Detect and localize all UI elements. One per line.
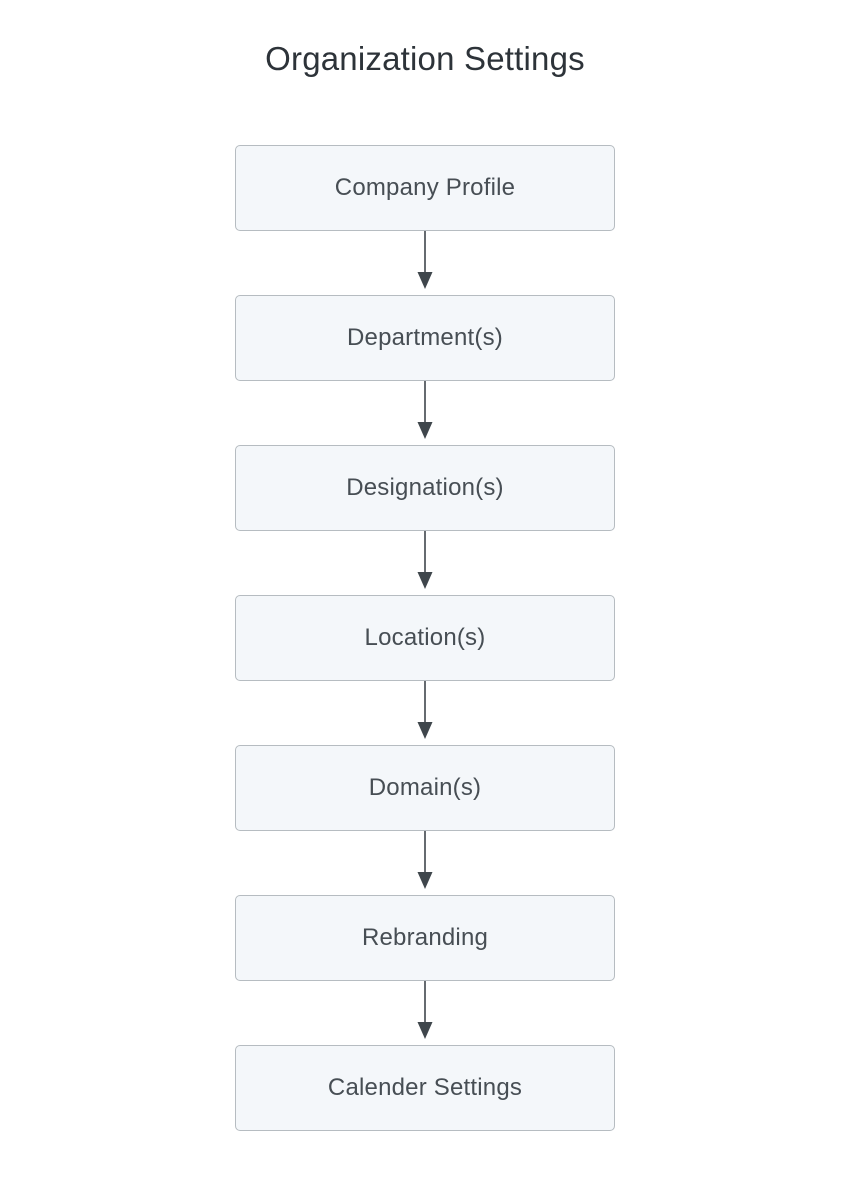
node-label: Calender Settings — [327, 1074, 523, 1101]
arrow-down-icon — [417, 981, 433, 1039]
node-label: Department(s) — [347, 324, 503, 351]
node-label: Company Profile — [334, 174, 516, 201]
arrow-down-icon — [417, 831, 433, 889]
arrow-down-icon — [417, 231, 433, 289]
flow-node-rebranding: Rebranding — [235, 895, 615, 981]
flowchart: Company Profile Department(s) Designatio… — [0, 145, 850, 1131]
node-label: Location(s) — [364, 624, 486, 651]
node-label: Designation(s) — [346, 474, 504, 501]
flow-node-locations: Location(s) — [235, 595, 615, 681]
node-label: Domain(s) — [368, 774, 482, 801]
flow-node-domains: Domain(s) — [235, 745, 615, 831]
arrow-down-icon — [417, 681, 433, 739]
flow-node-company-profile: Company Profile — [235, 145, 615, 231]
diagram-title: Organization Settings — [265, 40, 585, 77]
flow-node-designations: Designation(s) — [235, 445, 615, 531]
flow-node-calender-settings: Calender Settings — [235, 1045, 615, 1131]
node-label: Rebranding — [361, 924, 489, 951]
flow-node-departments: Department(s) — [235, 295, 615, 381]
arrow-down-icon — [417, 531, 433, 589]
arrow-down-icon — [417, 381, 433, 439]
